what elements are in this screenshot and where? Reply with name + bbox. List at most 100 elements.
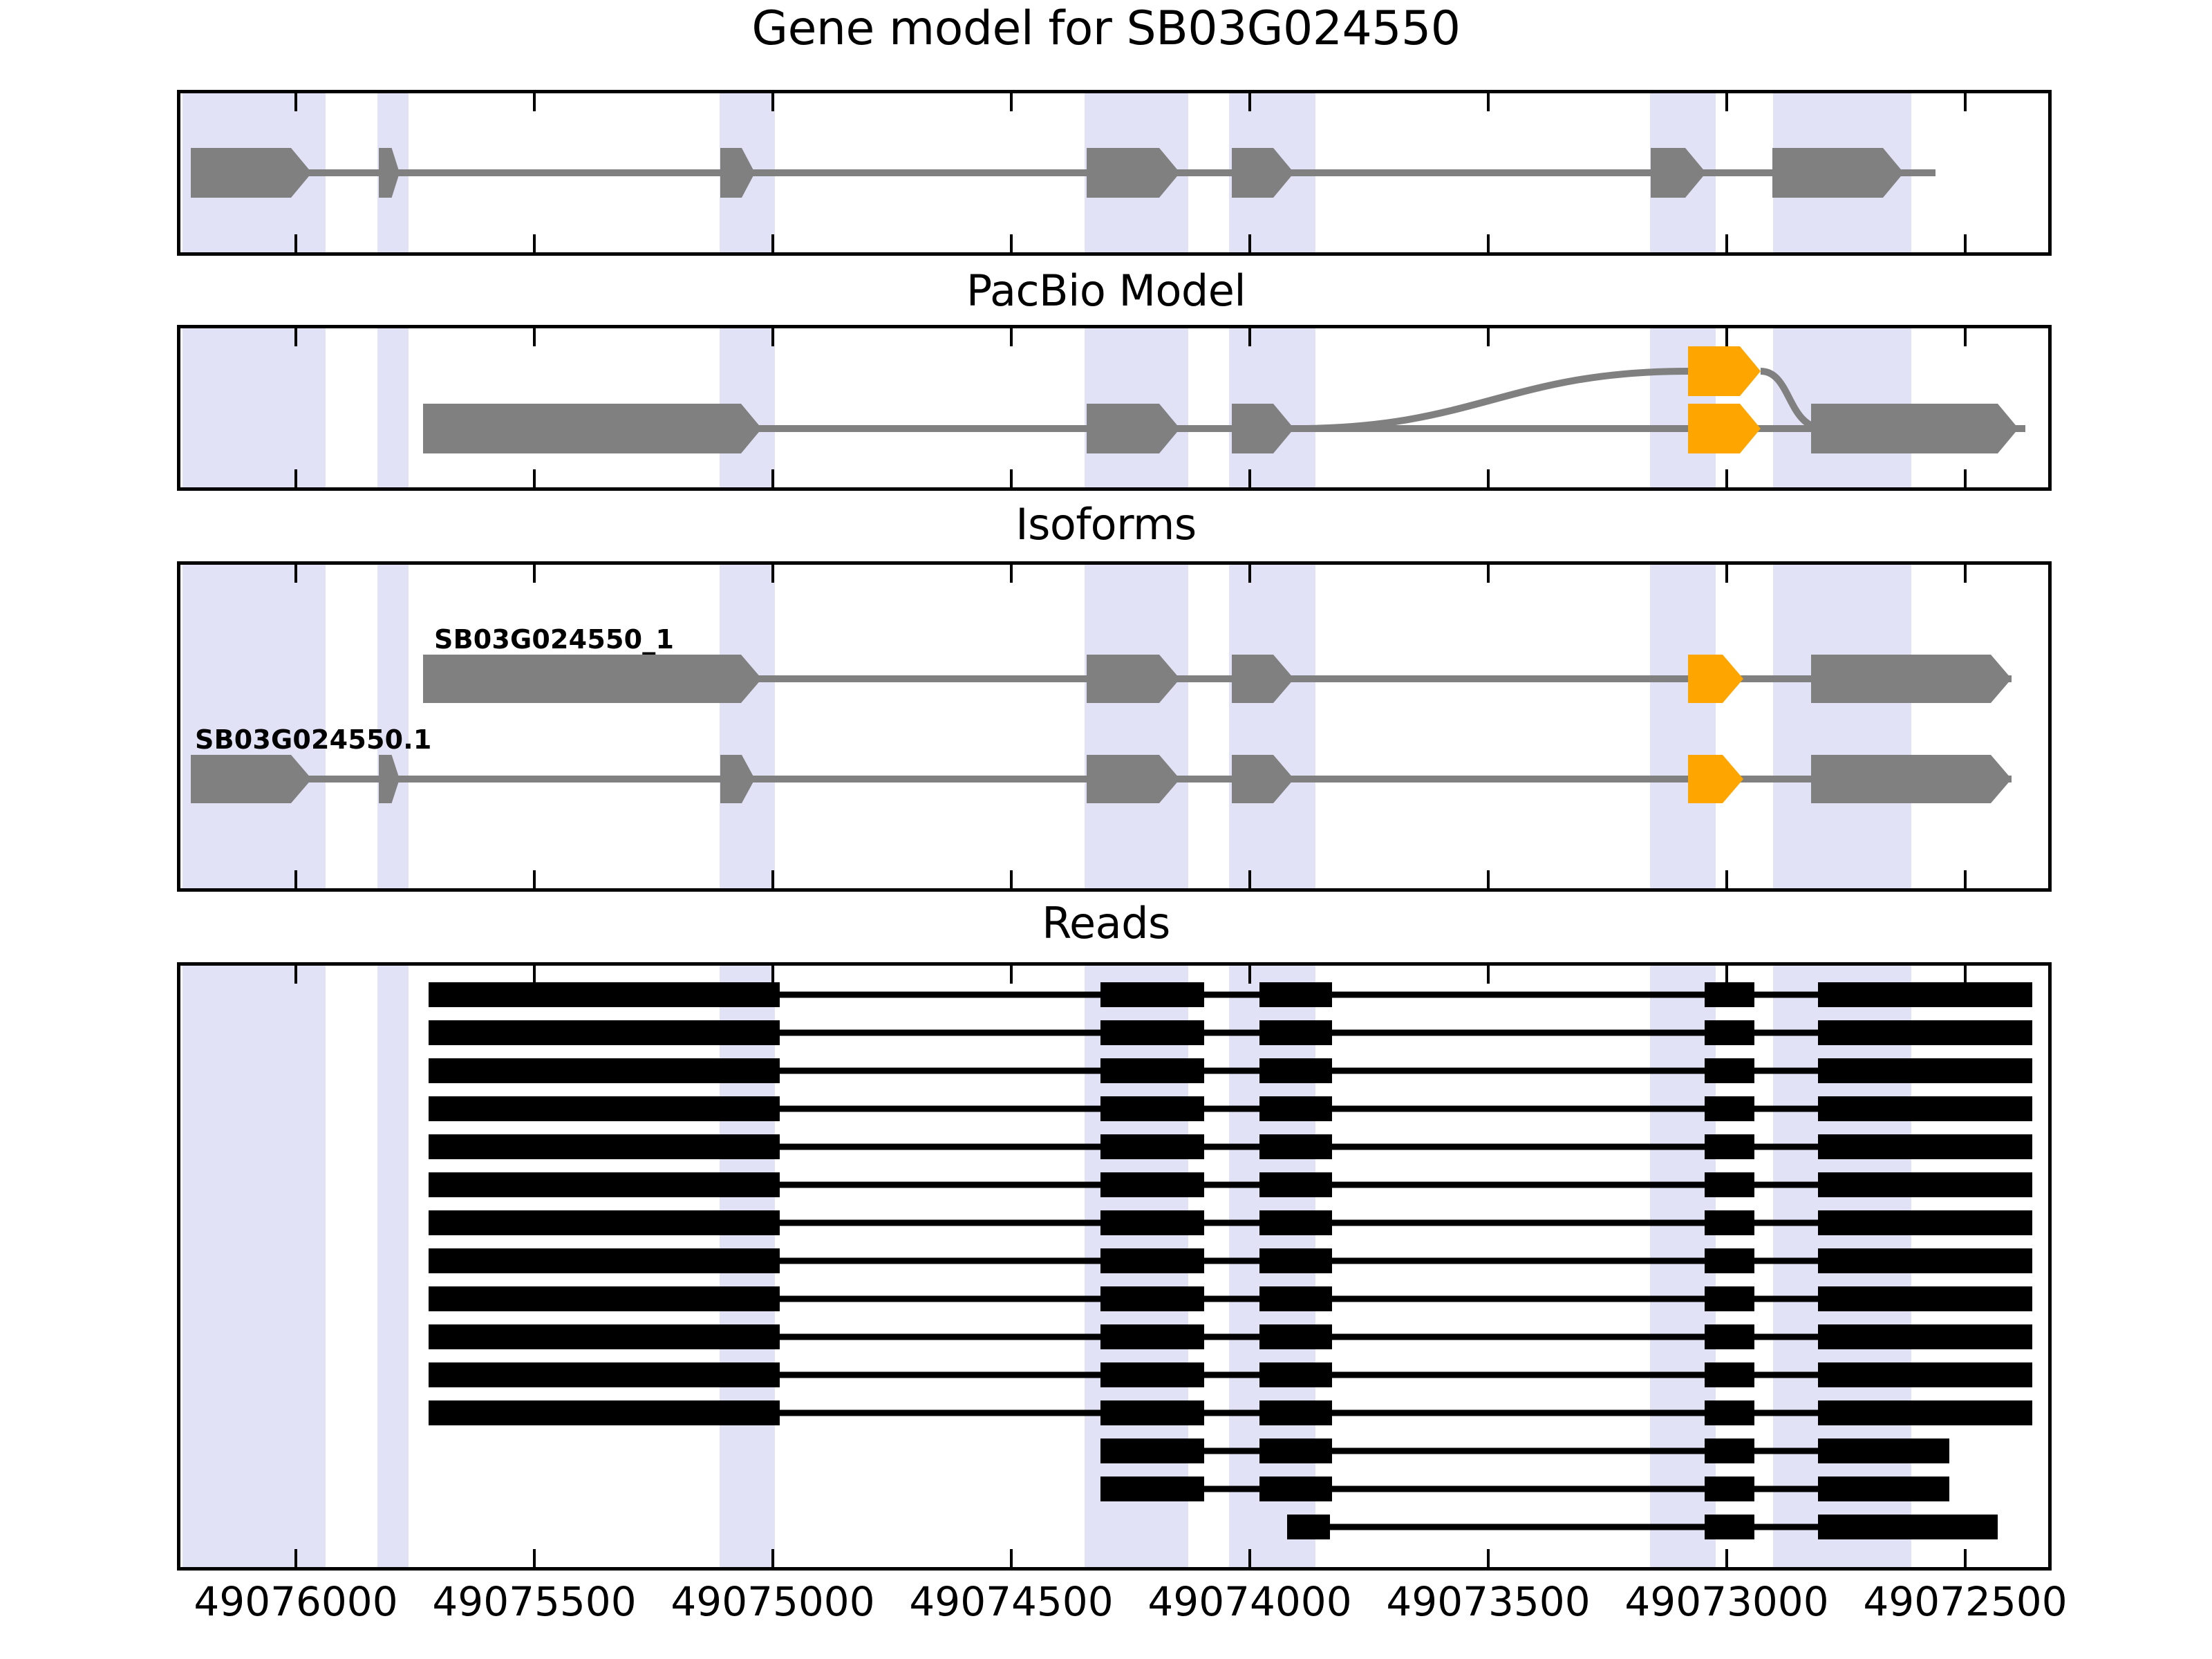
panel-gene-model [177, 90, 2052, 256]
read-intron-line [429, 1295, 2032, 1302]
highlight-band [182, 966, 326, 1567]
axis-tick-top [533, 966, 536, 984]
exon-block [1688, 655, 1743, 703]
axis-tick-top [1010, 93, 1013, 111]
x-axis-tick-label: 49073500 [1386, 1578, 1591, 1625]
read-exon-block [429, 1134, 780, 1159]
axis-tick-top [1964, 565, 1967, 583]
axis-tick-top [1248, 966, 1251, 984]
intron-line [423, 425, 2025, 432]
exon-block [1772, 148, 1904, 198]
axis-tick-top [533, 565, 536, 583]
panel-title-reads: Reads [1042, 898, 1170, 948]
highlight-band [1650, 565, 1716, 888]
read-exon-block [1100, 1210, 1204, 1235]
read-exon-block [1705, 1210, 1754, 1235]
axis-tick-bottom [1248, 469, 1251, 487]
read-exon-block [1818, 1438, 1949, 1463]
read-exon-block [1705, 1172, 1754, 1197]
panel-title-isoforms: Isoforms [1015, 499, 1197, 550]
read-exon-block [1818, 1515, 1998, 1539]
panel-pacbio-model [177, 325, 2052, 491]
axis-tick-bottom [771, 1549, 774, 1567]
read-exon-block [1259, 1020, 1332, 1045]
x-axis-tick-label: 49075500 [432, 1578, 637, 1625]
read-intron-line [429, 1219, 2032, 1226]
read-exon-block [429, 1020, 780, 1045]
read-intron-line [429, 1257, 2032, 1264]
read-exon-block [1705, 1286, 1754, 1311]
axis-tick-top [294, 93, 297, 111]
axis-tick-bottom [1010, 870, 1013, 888]
axis-tick-bottom [1964, 469, 1967, 487]
read-exon-block [1100, 1324, 1204, 1349]
axis-tick-bottom [294, 469, 297, 487]
axis-tick-top [771, 565, 774, 583]
highlight-band [377, 966, 409, 1567]
axis-tick-top [1964, 328, 1967, 346]
read-intron-line [429, 1371, 2032, 1378]
transcript-label: SB03G024550_1 [434, 624, 675, 655]
highlight-band [720, 565, 775, 888]
axis-tick-bottom [533, 234, 536, 252]
axis-tick-top [1725, 966, 1728, 984]
axis-tick-bottom [294, 870, 297, 888]
read-exon-block [1259, 982, 1332, 1007]
read-exon-block [1818, 1248, 2032, 1273]
axis-tick-bottom [1964, 234, 1967, 252]
exon-block [1087, 655, 1180, 703]
exon-block [423, 655, 762, 703]
axis-tick-bottom [1725, 1549, 1728, 1567]
read-exon-block [1100, 1438, 1204, 1463]
figure-title: Gene model for SB03G024550 [751, 1, 1461, 56]
read-exon-block [1259, 1324, 1332, 1349]
read-exon-block [1100, 1096, 1204, 1121]
axis-tick-bottom [1487, 870, 1490, 888]
read-exon-block [1818, 1020, 2032, 1045]
x-axis-tick-label: 49073000 [1624, 1578, 1829, 1625]
read-exon-block [429, 1172, 780, 1197]
highlight-band [1229, 565, 1315, 888]
read-exon-block [1818, 1058, 2032, 1083]
read-exon-block [1818, 1134, 2032, 1159]
read-exon-block [429, 1096, 780, 1121]
exon-block [1811, 404, 2018, 453]
read-exon-block [1287, 1515, 1330, 1539]
axis-tick-top [1725, 93, 1728, 111]
axis-tick-bottom [1248, 870, 1251, 888]
exon-block [1811, 655, 2012, 703]
exon-block [1087, 755, 1180, 803]
read-exon-block [1705, 1324, 1754, 1349]
panel-reads [177, 962, 2052, 1571]
read-exon-block [1100, 1134, 1204, 1159]
axis-tick-top [1010, 966, 1013, 984]
read-intron-line [429, 1409, 2032, 1416]
read-exon-block [429, 1400, 780, 1425]
read-exon-block [1259, 1362, 1332, 1387]
axis-tick-top [533, 328, 536, 346]
axis-tick-bottom [294, 234, 297, 252]
read-exon-block [1705, 1020, 1754, 1045]
panel-title-pacbio: PacBio Model [966, 265, 1246, 316]
axis-tick-bottom [294, 1549, 297, 1567]
exon-block [1087, 404, 1180, 453]
read-exon-block [1818, 1362, 2032, 1387]
read-exon-block [1259, 1400, 1332, 1425]
axis-tick-bottom [1964, 870, 1967, 888]
read-exon-block [1818, 1400, 2032, 1425]
x-axis-tick-label: 49076000 [194, 1578, 398, 1625]
highlight-band [377, 328, 409, 487]
axis-tick-top [1725, 565, 1728, 583]
transcript-label: SB03G024550.1 [195, 724, 432, 755]
axis-tick-top [771, 93, 774, 111]
read-intron-line [1100, 1447, 1949, 1454]
intron-line [191, 169, 1936, 176]
exon-block [1688, 346, 1761, 396]
read-intron-line [429, 1181, 2032, 1188]
read-exon-block [1705, 982, 1754, 1007]
axis-tick-bottom [1248, 1549, 1251, 1567]
read-exon-block [429, 1248, 780, 1273]
x-axis-tick-label: 49072500 [1863, 1578, 2068, 1625]
